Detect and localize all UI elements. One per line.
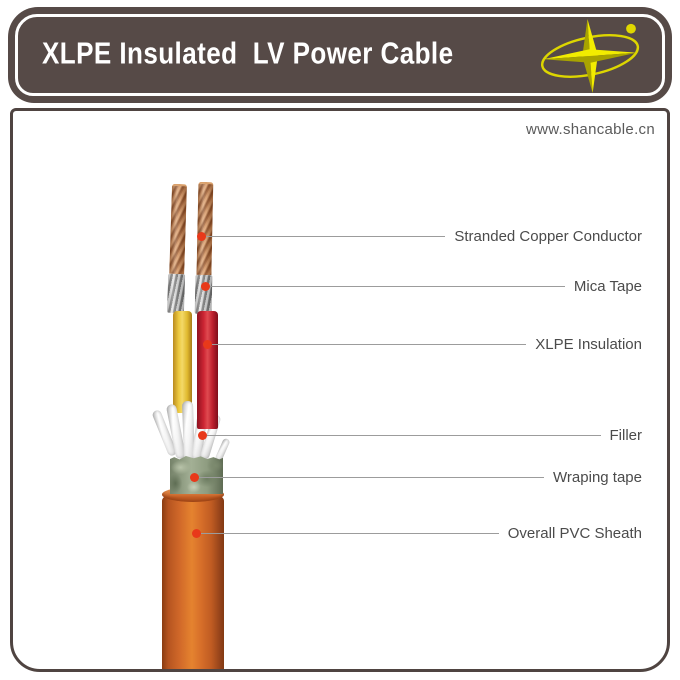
xlpe-insulation-yellow [173,311,192,413]
xlpe-insulation-red [197,311,218,429]
callout-mica-tape: Mica Tape [201,275,642,297]
callout-xlpe-insulation: XLPE Insulation [203,333,642,355]
stranded-copper-conductor [169,183,188,275]
callout-dot [197,231,206,241]
compass-star-logo [540,19,640,93]
callout-stranded-copper-conductor: Stranded Copper Conductor [197,225,642,247]
callout-label: Stranded Copper Conductor [454,227,642,245]
header-banner: XLPE Insulated LV Power Cable [8,7,672,103]
callout-line [201,532,499,534]
callout-dot [203,339,212,349]
callout-label: Wraping tape [553,468,642,486]
conductor-left [166,183,188,314]
overall-pvc-sheath [162,487,224,669]
callout-label: Filler [609,426,643,444]
callout-wraping-tape: Wraping tape [190,466,642,488]
callout-line [206,235,446,237]
callout-line [212,343,527,345]
website-url: www.shancable.cn [525,121,655,138]
page-title: XLPE Insulated LV Power Cable [42,35,454,71]
callout-dot [198,430,207,440]
logo-orbit-dot [626,23,636,34]
callout-line [210,285,565,287]
mica-tape [166,273,186,314]
callout-label: Mica Tape [573,277,642,295]
callout-dot [190,472,199,482]
callout-line [199,476,545,478]
content-panel: www.shancable.cn Stranded Copper [10,108,670,672]
callout-label: Overall PVC Sheath [507,524,642,542]
callout-filler: Filler [198,424,642,446]
callout-overall-pvc-sheath: Overall PVC Sheath [192,522,642,544]
callout-line [207,434,601,436]
callout-label: XLPE Insulation [535,335,642,353]
callout-dot [201,281,210,291]
callout-dot [192,528,201,538]
